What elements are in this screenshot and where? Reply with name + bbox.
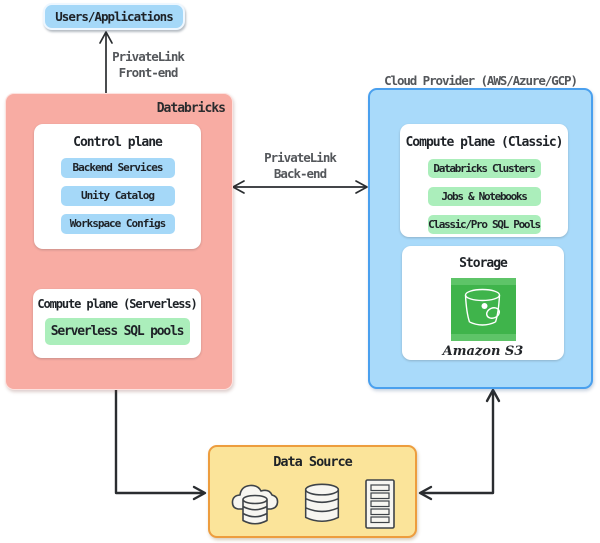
chip-classic-pro-sql-pools: Classic/Pro SQL Pools [427,215,541,234]
chip-unity-catalog: Unity Catalog [60,186,175,206]
arrow-backend [232,180,368,194]
s3-bucket-icon [450,278,516,341]
panel-data-source: Data Source [208,445,417,538]
storage-title: Storage [459,256,508,271]
backend-label-line2: Back-end [273,166,327,181]
users-label: Users/Applications [55,9,173,24]
label-privatelink-frontend: PrivateLink Front-end [100,49,196,81]
card-control-plane: Control plane Backend Services Unity Cat… [34,124,201,249]
cloud-provider-panel-label: Cloud Provider (AWS/Azure/GCP) [384,73,578,88]
label-privatelink-backend: PrivateLink Back-end [252,150,348,182]
chip-jobs-notebooks: Jobs & Notebooks [427,187,541,206]
database-icon [304,483,339,523]
server-rack-icon [364,479,395,529]
databricks-panel-label: Databricks [156,101,226,116]
chip-backend-services: Backend Services [60,158,175,178]
classic-title: Compute plane (Classic) [405,135,563,150]
frontend-label-line1: PrivateLink [112,49,185,64]
arrow-datasource-cloud [418,388,501,501]
chip-workspace-configs: Workspace Configs [60,214,175,234]
backend-label-line1: PrivateLink [264,150,337,165]
card-storage: Storage Amazon S3 [402,246,564,360]
node-users-applications: Users/Applications [43,3,185,30]
serverless-title: Compute plane (Serverless) [37,297,197,311]
chip-databricks-clusters: Databricks Clusters [427,159,541,178]
data-source-title: Data Source [273,454,352,470]
cloud-database-icon [231,484,278,525]
control-plane-title: Control plane [73,135,163,150]
card-compute-plane-serverless: Compute plane (Serverless) Serverless SQ… [33,289,201,358]
frontend-label-line2: Front-end [118,65,179,80]
card-compute-plane-classic: Compute plane (Classic) Databricks Clust… [400,124,568,237]
data-source-icons [210,475,415,533]
chip-serverless-sql-pools: Serverless SQL pools [44,318,190,345]
panel-cloud-provider: Compute plane (Classic) Databricks Clust… [368,88,593,389]
panel-databricks: Databricks Control plane Backend Service… [5,93,233,390]
s3-label: Amazon S3 [442,344,524,359]
